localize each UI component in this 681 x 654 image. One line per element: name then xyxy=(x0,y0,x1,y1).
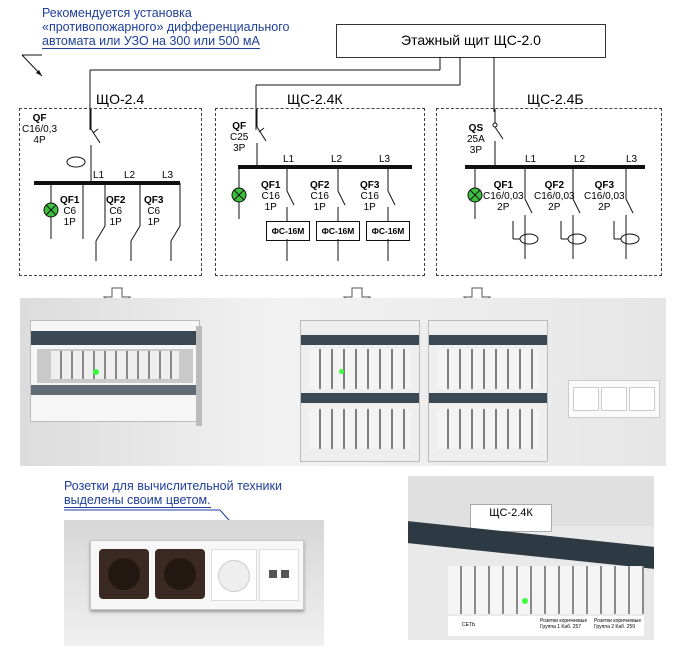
phase-l2: L2 xyxy=(574,154,586,165)
panel-3-schematic xyxy=(465,109,645,259)
breaker-name: QF1 xyxy=(493,180,514,191)
breaker-name: QF2 xyxy=(106,195,126,206)
main-panel-box: Этажный щит ЩС-2.0 xyxy=(336,24,606,58)
input-breaker-rating: С25 xyxy=(230,132,249,143)
breaker-poles: 1Р xyxy=(264,202,277,213)
photo-panel-2 xyxy=(300,320,420,462)
filter-box-1: ФС-16М xyxy=(266,221,310,241)
input-breaker-poles: 3Р xyxy=(233,143,246,154)
input-breaker-label: QF С25 3Р xyxy=(230,121,248,154)
photo-wall-switches xyxy=(568,380,660,418)
breaker-qf1: QF1 С6 1Р xyxy=(60,195,79,228)
phase-l3: L3 xyxy=(626,154,638,165)
breaker-name: QF1 xyxy=(60,195,80,206)
breaker-rating: С16/0,03 xyxy=(584,191,625,202)
brown-socket-1 xyxy=(99,549,149,599)
photo-panel-3 xyxy=(428,320,548,462)
breaker-poles: 1Р xyxy=(147,217,160,228)
phase-l2: L2 xyxy=(331,154,343,165)
breaker-rating: С16 xyxy=(261,191,280,202)
main-panel-label: Этажный щит ЩС-2.0 xyxy=(401,32,541,48)
breaker-poles: 1Р xyxy=(109,217,122,228)
panel-title: ЩС-2.4Б xyxy=(527,91,584,107)
recommendation-note: Рекомендуется установка «противопожарног… xyxy=(42,6,332,49)
panel-closeup-photo: ЩС-2.4К СЕТЬ Розетки коричневые Группа 1… xyxy=(408,476,654,640)
network-socket xyxy=(259,549,299,601)
input-breaker-label: QF С16/0,3 4Р xyxy=(22,113,57,146)
panel-2-schematic xyxy=(231,109,412,261)
sockets-note-line-1: Розетки для вычислительной техники xyxy=(64,479,282,493)
breaker-name: QF2 xyxy=(310,180,330,191)
input-breaker-poles: 4Р xyxy=(33,135,46,146)
breaker-qf2: QF2 С6 1Р xyxy=(106,195,125,228)
phase-l3: L3 xyxy=(162,170,174,181)
photo-panel-1 xyxy=(30,320,200,422)
breaker-name: QF3 xyxy=(144,195,164,206)
note-line-1: Рекомендуется установка xyxy=(42,6,192,20)
breaker-rating: С6 xyxy=(63,206,77,217)
breaker-qf3: QF3 С6 1Р xyxy=(144,195,163,228)
phase-l3: L3 xyxy=(379,154,391,165)
breaker-qf3: QF3 С16/0,03 2Р xyxy=(584,180,625,213)
feed-lines xyxy=(21,54,495,130)
input-breaker-name: QF xyxy=(232,121,247,132)
breaker-poles: 1Р xyxy=(363,202,376,213)
breaker-poles: 2Р xyxy=(598,202,611,213)
breaker-rating: С6 xyxy=(147,206,161,217)
input-switch-label: QS 25А 3Р xyxy=(467,123,485,156)
breaker-poles: 2Р xyxy=(548,202,561,213)
breaker-poles: 1Р xyxy=(63,217,76,228)
breaker-qf3: QF3 С16 1Р xyxy=(360,180,379,213)
breaker-rating: С16/0,03 xyxy=(483,191,524,202)
panel-schs-2-4b: ЩС-2.4Б QS 25А 3Р L1 L2 L3 Q xyxy=(436,91,662,276)
breaker-qf1: QF1 С16/0,03 2Р xyxy=(483,180,524,213)
filter-box-3: ФС-16М xyxy=(366,221,410,241)
phase-l2: L2 xyxy=(124,170,136,181)
sockets-photo xyxy=(64,520,324,646)
socket-frame xyxy=(90,540,304,610)
breaker-name: QF1 xyxy=(261,180,281,191)
label-cell-2: Розетки коричневые Группа 1 Каб. 257 xyxy=(540,618,588,630)
breaker-poles: 1Р xyxy=(313,202,326,213)
panels-photo xyxy=(20,298,666,466)
nameplate-title: ЩС-2.4К xyxy=(489,507,533,519)
breaker-rating: С16 xyxy=(360,191,379,202)
phase-l1: L1 xyxy=(525,154,537,165)
breaker-name: QF3 xyxy=(360,180,380,191)
input-breaker-name: QF xyxy=(32,113,47,124)
breaker-name: QF2 xyxy=(544,180,565,191)
input-breaker-rating: С16/0,3 xyxy=(22,124,58,135)
sockets-note: Розетки для вычислительной техники выдел… xyxy=(64,479,334,508)
input-switch-rating: 25А xyxy=(467,134,485,145)
white-socket xyxy=(211,549,257,601)
panel-scho-2-4: ЩО-2.4 QF С16/0,3 4Р L1 L2 L3 QF1 С6 1Р … xyxy=(19,91,202,276)
breaker-qf2: QF2 С16/0,03 2Р xyxy=(534,180,575,213)
sockets-note-line-2: выделены своим цветом. xyxy=(64,493,211,508)
phase-l1: L1 xyxy=(93,170,105,181)
input-switch-poles: 3Р xyxy=(469,145,483,156)
panel-nameplate: ЩС-2.4К xyxy=(470,504,552,532)
breaker-rating: С16/0,03 xyxy=(534,191,575,202)
brown-socket-2 xyxy=(155,549,205,599)
label-cell-1: СЕТЬ xyxy=(462,622,476,628)
breaker-name: QF3 xyxy=(594,180,615,191)
panel-schs-2-4k: ЩС-2.4К QF С25 3Р L1 L2 L3 QF1 С16 1Р QF xyxy=(215,91,425,276)
breaker-qf2: QF2 С16 1Р xyxy=(310,180,329,213)
panel-1-schematic xyxy=(34,109,181,261)
note-line-2: «противопожарного» дифференциального xyxy=(42,20,290,34)
breaker-rating: С16 xyxy=(310,191,329,202)
phase-l1: L1 xyxy=(283,154,295,165)
input-switch-name: QS xyxy=(468,123,484,134)
panel-title: ЩС-2.4К xyxy=(287,91,343,107)
label-cell-3: Розетки коричневые Группа 2 Каб. 259 xyxy=(594,618,642,630)
panel-title: ЩО-2.4 xyxy=(96,91,145,107)
breaker-poles: 2Р xyxy=(497,202,510,213)
note-line-3: автомата или УЗО на 300 или 500 мА xyxy=(42,34,260,49)
filter-box-2: ФС-16М xyxy=(316,221,360,241)
breaker-qf1: QF1 С16 1Р xyxy=(261,180,280,213)
breaker-rating: С6 xyxy=(109,206,123,217)
